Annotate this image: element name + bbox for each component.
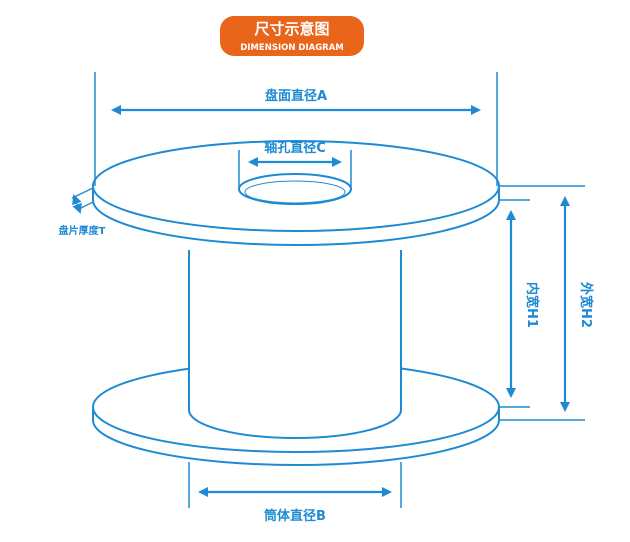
dimension-t-ext-top — [71, 187, 94, 199]
label-outer-width: 外宽H2 — [578, 281, 594, 328]
shaft-hole-inner — [244, 180, 346, 204]
dimension-h — [499, 185, 585, 421]
label-inner-width: 内宽H1 — [524, 282, 540, 328]
dimension-b — [188, 462, 402, 508]
barrel-bottom-arc — [188, 409, 402, 439]
badge-background — [220, 16, 364, 56]
header-title: 尺寸示意图 — [254, 20, 329, 38]
dimension-t-arrow — [72, 194, 82, 214]
dimension-t — [71, 187, 94, 214]
header-badge: 尺寸示意图 DIMENSION DIAGRAM — [220, 16, 364, 56]
label-disc-diameter: 盘面直径A — [265, 88, 327, 104]
dimension-a — [94, 72, 498, 186]
label-barrel-diameter: 筒体直径B — [264, 508, 326, 524]
dimension-c — [238, 150, 352, 190]
label-shaft-hole-diameter: 轴孔直径C — [264, 140, 326, 156]
barrel-fill — [189, 250, 401, 410]
header-subtitle: DIMENSION DIAGRAM — [240, 43, 344, 53]
spool — [92, 140, 500, 466]
label-disc-thickness: 盘片厚度T — [59, 224, 106, 237]
